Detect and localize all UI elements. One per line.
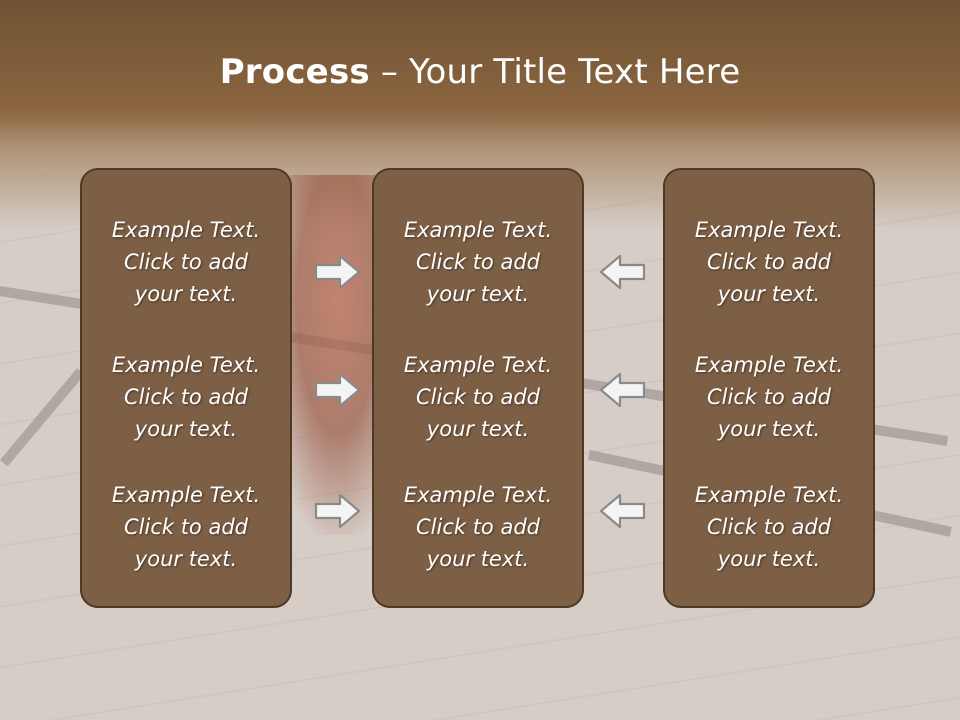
panel-text[interactable]: Example Text. Click to add your text.	[694, 218, 844, 306]
title-bold: Process	[219, 52, 370, 92]
text-panel-right[interactable]: Example Text. Click to add your text. Ex…	[663, 168, 875, 608]
panel-text[interactable]: Example Text. Click to add your text.	[111, 353, 261, 441]
panel-text[interactable]: Example Text. Click to add your text.	[403, 218, 553, 306]
arrow-right-icon	[314, 493, 361, 529]
panel-text[interactable]: Example Text. Click to add your text.	[111, 483, 261, 571]
arrow-left-icon	[599, 254, 646, 290]
title-rest: – Your Title Text Here	[369, 52, 741, 92]
floor-line	[0, 368, 85, 467]
panel-text[interactable]: Example Text. Click to add your text.	[403, 353, 553, 441]
arrow-left-icon	[599, 493, 646, 529]
text-panel-left[interactable]: Example Text. Click to add your text. Ex…	[80, 168, 292, 608]
panel-text[interactable]: Example Text. Click to add your text.	[111, 218, 261, 306]
arrow-left-icon	[599, 372, 646, 408]
panel-text[interactable]: Example Text. Click to add your text.	[694, 353, 844, 441]
slide-title[interactable]: Process – Your Title Text Here	[0, 52, 960, 92]
panel-text[interactable]: Example Text. Click to add your text.	[694, 483, 844, 571]
text-panel-center[interactable]: Example Text. Click to add your text. Ex…	[372, 168, 584, 608]
arrow-right-icon	[314, 254, 361, 290]
panel-text[interactable]: Example Text. Click to add your text.	[403, 483, 553, 571]
arrow-right-icon	[314, 372, 361, 408]
